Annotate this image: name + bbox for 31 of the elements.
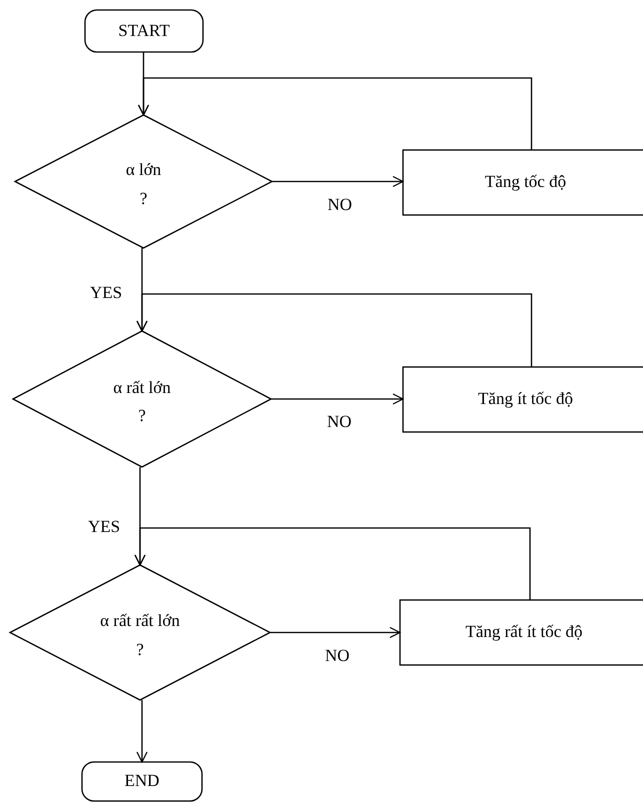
node-label: α rất lớn [113,378,171,398]
node-label: α lớn [126,160,162,180]
question-mark: ? [138,406,146,426]
process-box [402,366,643,433]
process-box [399,599,643,666]
edge-label: YES [90,284,122,301]
node-label: END [124,771,160,792]
terminal-shape [81,761,203,802]
arrow [136,293,532,367]
edge-label: NO [328,196,352,212]
edge-label: YES [88,518,120,535]
edge-label: NO [327,413,352,430]
node-label: Tăng tốc độ [484,172,566,193]
node-label: Tăng ít tốc độ [478,389,573,410]
decision-diamond [14,114,274,249]
arrow [138,77,532,150]
process-box [402,149,643,216]
arrow [270,626,401,638]
node-label: Tăng rất ít tốc độ [465,622,583,643]
arrow [272,176,404,188]
question-mark: ? [140,188,148,209]
node-label: α rất rất lớn [100,611,180,632]
decision-diamond [8,564,272,701]
question-mark: ? [136,640,144,660]
decision-diamond [12,330,272,468]
terminal-shape [84,9,204,53]
arrow [271,393,404,405]
arrow [136,700,148,763]
arrow [134,527,531,600]
edge-label: NO [325,646,350,664]
node-label: START [118,20,170,42]
